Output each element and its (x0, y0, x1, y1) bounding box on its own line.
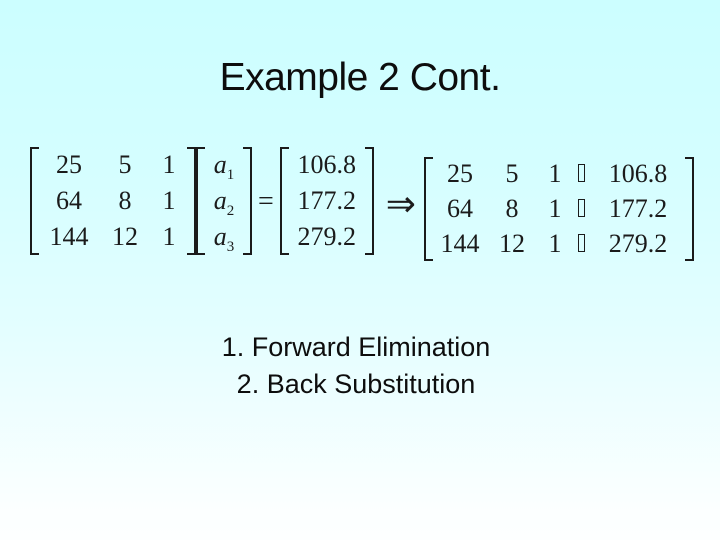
matrix-cell: 144 (49, 222, 89, 251)
variable: a (213, 150, 227, 179)
variable: a (213, 222, 227, 251)
matrix-cell: 64 (446, 193, 473, 223)
subscript: 3 (226, 239, 235, 256)
missing-glyph-box-icon (578, 233, 586, 252)
matrix-cell: 8 (118, 186, 132, 215)
matrix-cell: 106.8 (297, 150, 357, 179)
matrix-cell: 5 (505, 159, 519, 189)
left-bracket (30, 147, 39, 255)
matrix-cell: 64 (56, 186, 82, 215)
matrix-cell: 177.2 (297, 186, 357, 215)
matrix-equation: 25 5 1 64 8 1 144 12 1 a1 a2 a3 = (30, 147, 694, 261)
left-bracket (279, 147, 289, 255)
matrix-cell: 1 (162, 222, 176, 251)
matrix-cell: 279.2 (297, 222, 357, 251)
unknown-vector: a1 a2 a3 (196, 147, 252, 255)
equals-sign: = (258, 186, 274, 217)
implies-arrow-icon: ⇒ (385, 184, 416, 224)
matrix-cell: 144 (440, 228, 480, 258)
matrix-cell: 279.2 (608, 228, 668, 258)
matrix-cell: 25 (446, 159, 473, 189)
right-bracket (364, 147, 374, 255)
matrix-cell: 1 (548, 228, 562, 258)
matrix-cell: 1 (162, 186, 176, 215)
matrix-cell: 8 (505, 193, 519, 223)
matrix-cell: a1 (213, 150, 235, 184)
missing-glyph-box-icon (578, 164, 586, 183)
matrix-cell: a3 (213, 222, 235, 256)
missing-glyph-box-icon (578, 229, 586, 259)
rhs-vector: 106.8 177.2 279.2 (279, 147, 374, 255)
subscript: 2 (226, 203, 235, 220)
matrix-cell: 12 (498, 228, 525, 258)
step-line-2: 2. Back Substitution (236, 369, 476, 399)
matrix-cell: 25 (56, 150, 82, 179)
step-line-1: 1. Forward Elimination (221, 332, 491, 362)
left-bracket (196, 147, 205, 255)
matrix-cell: 1 (548, 159, 562, 189)
slide-title: Example 2 Cont. (219, 56, 501, 99)
steps-text: 1. Forward Elimination 2. Back Substitut… (0, 329, 712, 403)
matrix-cell: 106.8 (608, 159, 668, 189)
augmented-matrix-cells: 25 5 1 106.8 64 8 1 177.2 144 12 1 279.2 (433, 157, 685, 261)
subscript: 1 (226, 167, 235, 184)
coefficient-matrix-cells: 25 5 1 64 8 1 144 12 1 (39, 147, 187, 255)
augmented-matrix: 25 5 1 106.8 64 8 1 177.2 144 12 1 279.2 (423, 157, 694, 261)
matrix-cell: 12 (112, 222, 138, 251)
matrix-cell: 5 (118, 150, 132, 179)
right-bracket (243, 147, 252, 255)
missing-glyph-box-icon (578, 194, 586, 224)
right-bracket (684, 157, 694, 261)
matrix-cell: a2 (213, 186, 235, 220)
matrix-cell: 1 (162, 150, 176, 179)
unknown-vector-cells: a1 a2 a3 (205, 147, 243, 255)
coefficient-matrix: 25 5 1 64 8 1 144 12 1 (30, 147, 196, 255)
matrix-cell: 177.2 (608, 193, 668, 223)
left-bracket (423, 157, 433, 261)
rhs-vector-cells: 106.8 177.2 279.2 (289, 147, 365, 255)
missing-glyph-box-icon (578, 159, 586, 189)
missing-glyph-box-icon (578, 198, 586, 217)
variable: a (213, 186, 227, 215)
matrix-cell: 1 (548, 193, 562, 223)
right-bracket (187, 147, 196, 255)
